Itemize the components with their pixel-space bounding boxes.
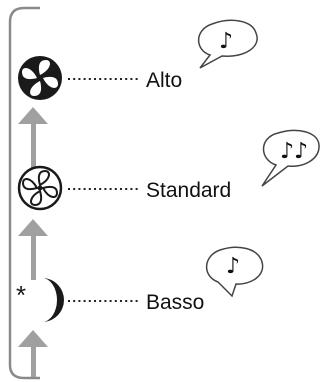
mode-label-alto: Alto xyxy=(146,69,183,92)
sound-bubble: ♪ xyxy=(197,19,258,69)
night-moon-icon xyxy=(42,278,64,322)
cycle-loop-line xyxy=(8,6,40,380)
fan-standard-icon xyxy=(17,165,63,211)
fan-high-icon xyxy=(18,56,62,100)
sound-bubble: ♪♪ xyxy=(261,129,320,187)
up-arrow-icon xyxy=(18,330,48,377)
night-star-icon: * xyxy=(16,280,26,310)
sound-note: ♪ xyxy=(226,254,240,279)
sound-note: ♪♪ xyxy=(280,139,308,164)
up-arrow-icon xyxy=(18,107,48,168)
mode-label-standard: Standard xyxy=(146,179,232,202)
sound-note: ♪ xyxy=(219,29,233,54)
sound-bubble: ♪ xyxy=(205,246,264,298)
up-arrow-icon xyxy=(18,219,48,280)
mode-label-basso: Basso xyxy=(146,291,205,314)
